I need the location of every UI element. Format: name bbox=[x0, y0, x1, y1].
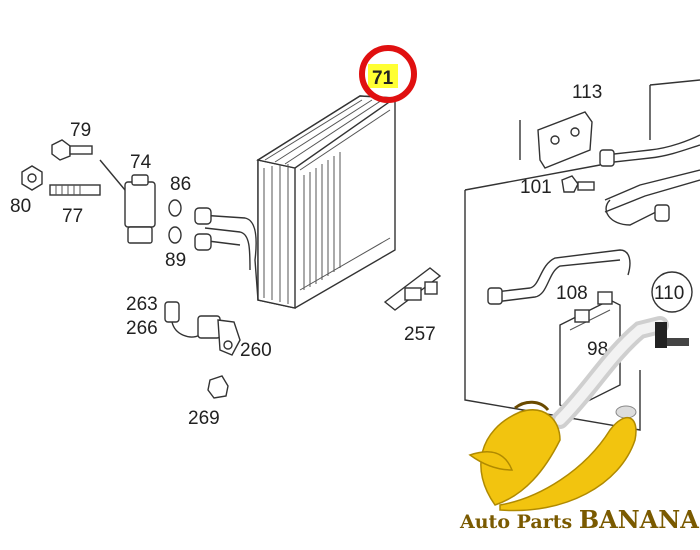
callout-circle-110 bbox=[651, 271, 693, 313]
label-71: 71 bbox=[372, 68, 394, 89]
watermark-brand: BANANA bbox=[579, 505, 699, 534]
banana-graphic bbox=[468, 400, 637, 512]
label-269: 269 bbox=[188, 408, 220, 429]
watermark-logo: Auto Parts BANANA bbox=[459, 316, 699, 534]
label-74: 74 bbox=[130, 152, 152, 173]
watermark-text: Auto Parts BANANA bbox=[459, 505, 699, 534]
highlight-callout-71[interactable]: 71 bbox=[359, 45, 417, 103]
label-257: 257 bbox=[404, 324, 436, 345]
evaporator-part-71[interactable] bbox=[194, 95, 398, 309]
stud-part-77[interactable] bbox=[49, 184, 101, 196]
control-arm-graphic bbox=[551, 316, 689, 429]
label-263: 263 bbox=[126, 294, 158, 315]
bracket-part-257[interactable] bbox=[383, 267, 442, 311]
label-113: 113 bbox=[572, 82, 602, 103]
right-panels bbox=[464, 79, 700, 431]
o-ring-part-89[interactable] bbox=[168, 226, 182, 244]
label-86: 86 bbox=[170, 174, 191, 195]
label-101: 101 bbox=[520, 177, 552, 198]
label-89: 89 bbox=[165, 250, 186, 271]
bolt-part-79[interactable] bbox=[51, 139, 93, 161]
label-79: 79 bbox=[70, 120, 91, 141]
sensor-part-260[interactable] bbox=[164, 301, 241, 356]
o-ring-part-86[interactable] bbox=[168, 199, 182, 217]
label-77: 77 bbox=[62, 206, 83, 227]
clip-part-269[interactable] bbox=[207, 375, 229, 399]
label-108: 108 bbox=[556, 283, 588, 304]
nut-part-80[interactable] bbox=[21, 165, 43, 191]
expansion-valve-part-74[interactable] bbox=[99, 159, 156, 244]
label-260: 260 bbox=[240, 340, 272, 361]
receiver-part-98[interactable] bbox=[559, 291, 621, 411]
label-98: 98 bbox=[587, 339, 608, 360]
label-266: 266 bbox=[126, 318, 158, 339]
bolt-part-101[interactable] bbox=[561, 175, 595, 193]
watermark-prefix: Auto Parts bbox=[459, 511, 579, 533]
ac-pipes[interactable] bbox=[487, 134, 700, 305]
label-110: 110 bbox=[654, 283, 684, 304]
label-80: 80 bbox=[10, 196, 31, 217]
bracket-part-113[interactable] bbox=[537, 111, 593, 169]
part-labels: 79 74 80 77 86 89 263 266 260 269 257 11… bbox=[10, 82, 693, 429]
